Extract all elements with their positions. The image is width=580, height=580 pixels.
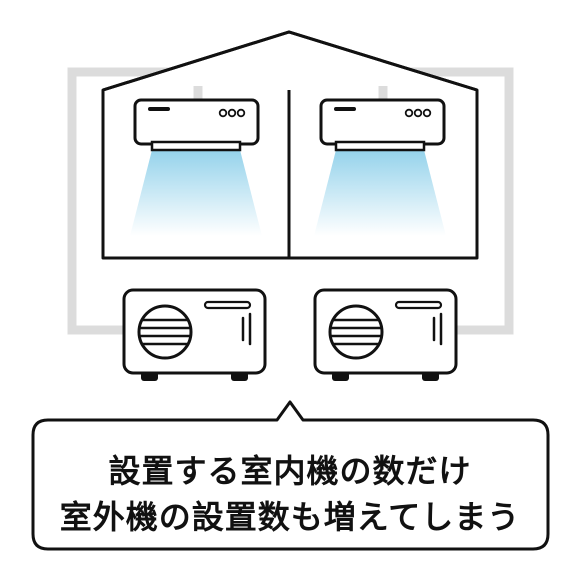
airflow-left bbox=[130, 150, 262, 236]
caption-line-1: 設置する室内機の数だけ bbox=[108, 452, 472, 490]
outdoor-ac-unit-left-icon bbox=[122, 288, 267, 381]
speech-bubble bbox=[31, 400, 550, 551]
outdoor-ac-unit-right-icon bbox=[313, 288, 458, 381]
indoor-ac-unit-right-icon bbox=[314, 98, 446, 236]
airflow-right bbox=[314, 150, 446, 236]
caption-line-2: 室外機の設置数も増えてしまう bbox=[59, 498, 521, 536]
caption: 設置する室内機の数だけ 室外機の設置数も増えてしまう bbox=[34, 440, 546, 548]
indoor-ac-unit-left-icon bbox=[130, 98, 262, 236]
